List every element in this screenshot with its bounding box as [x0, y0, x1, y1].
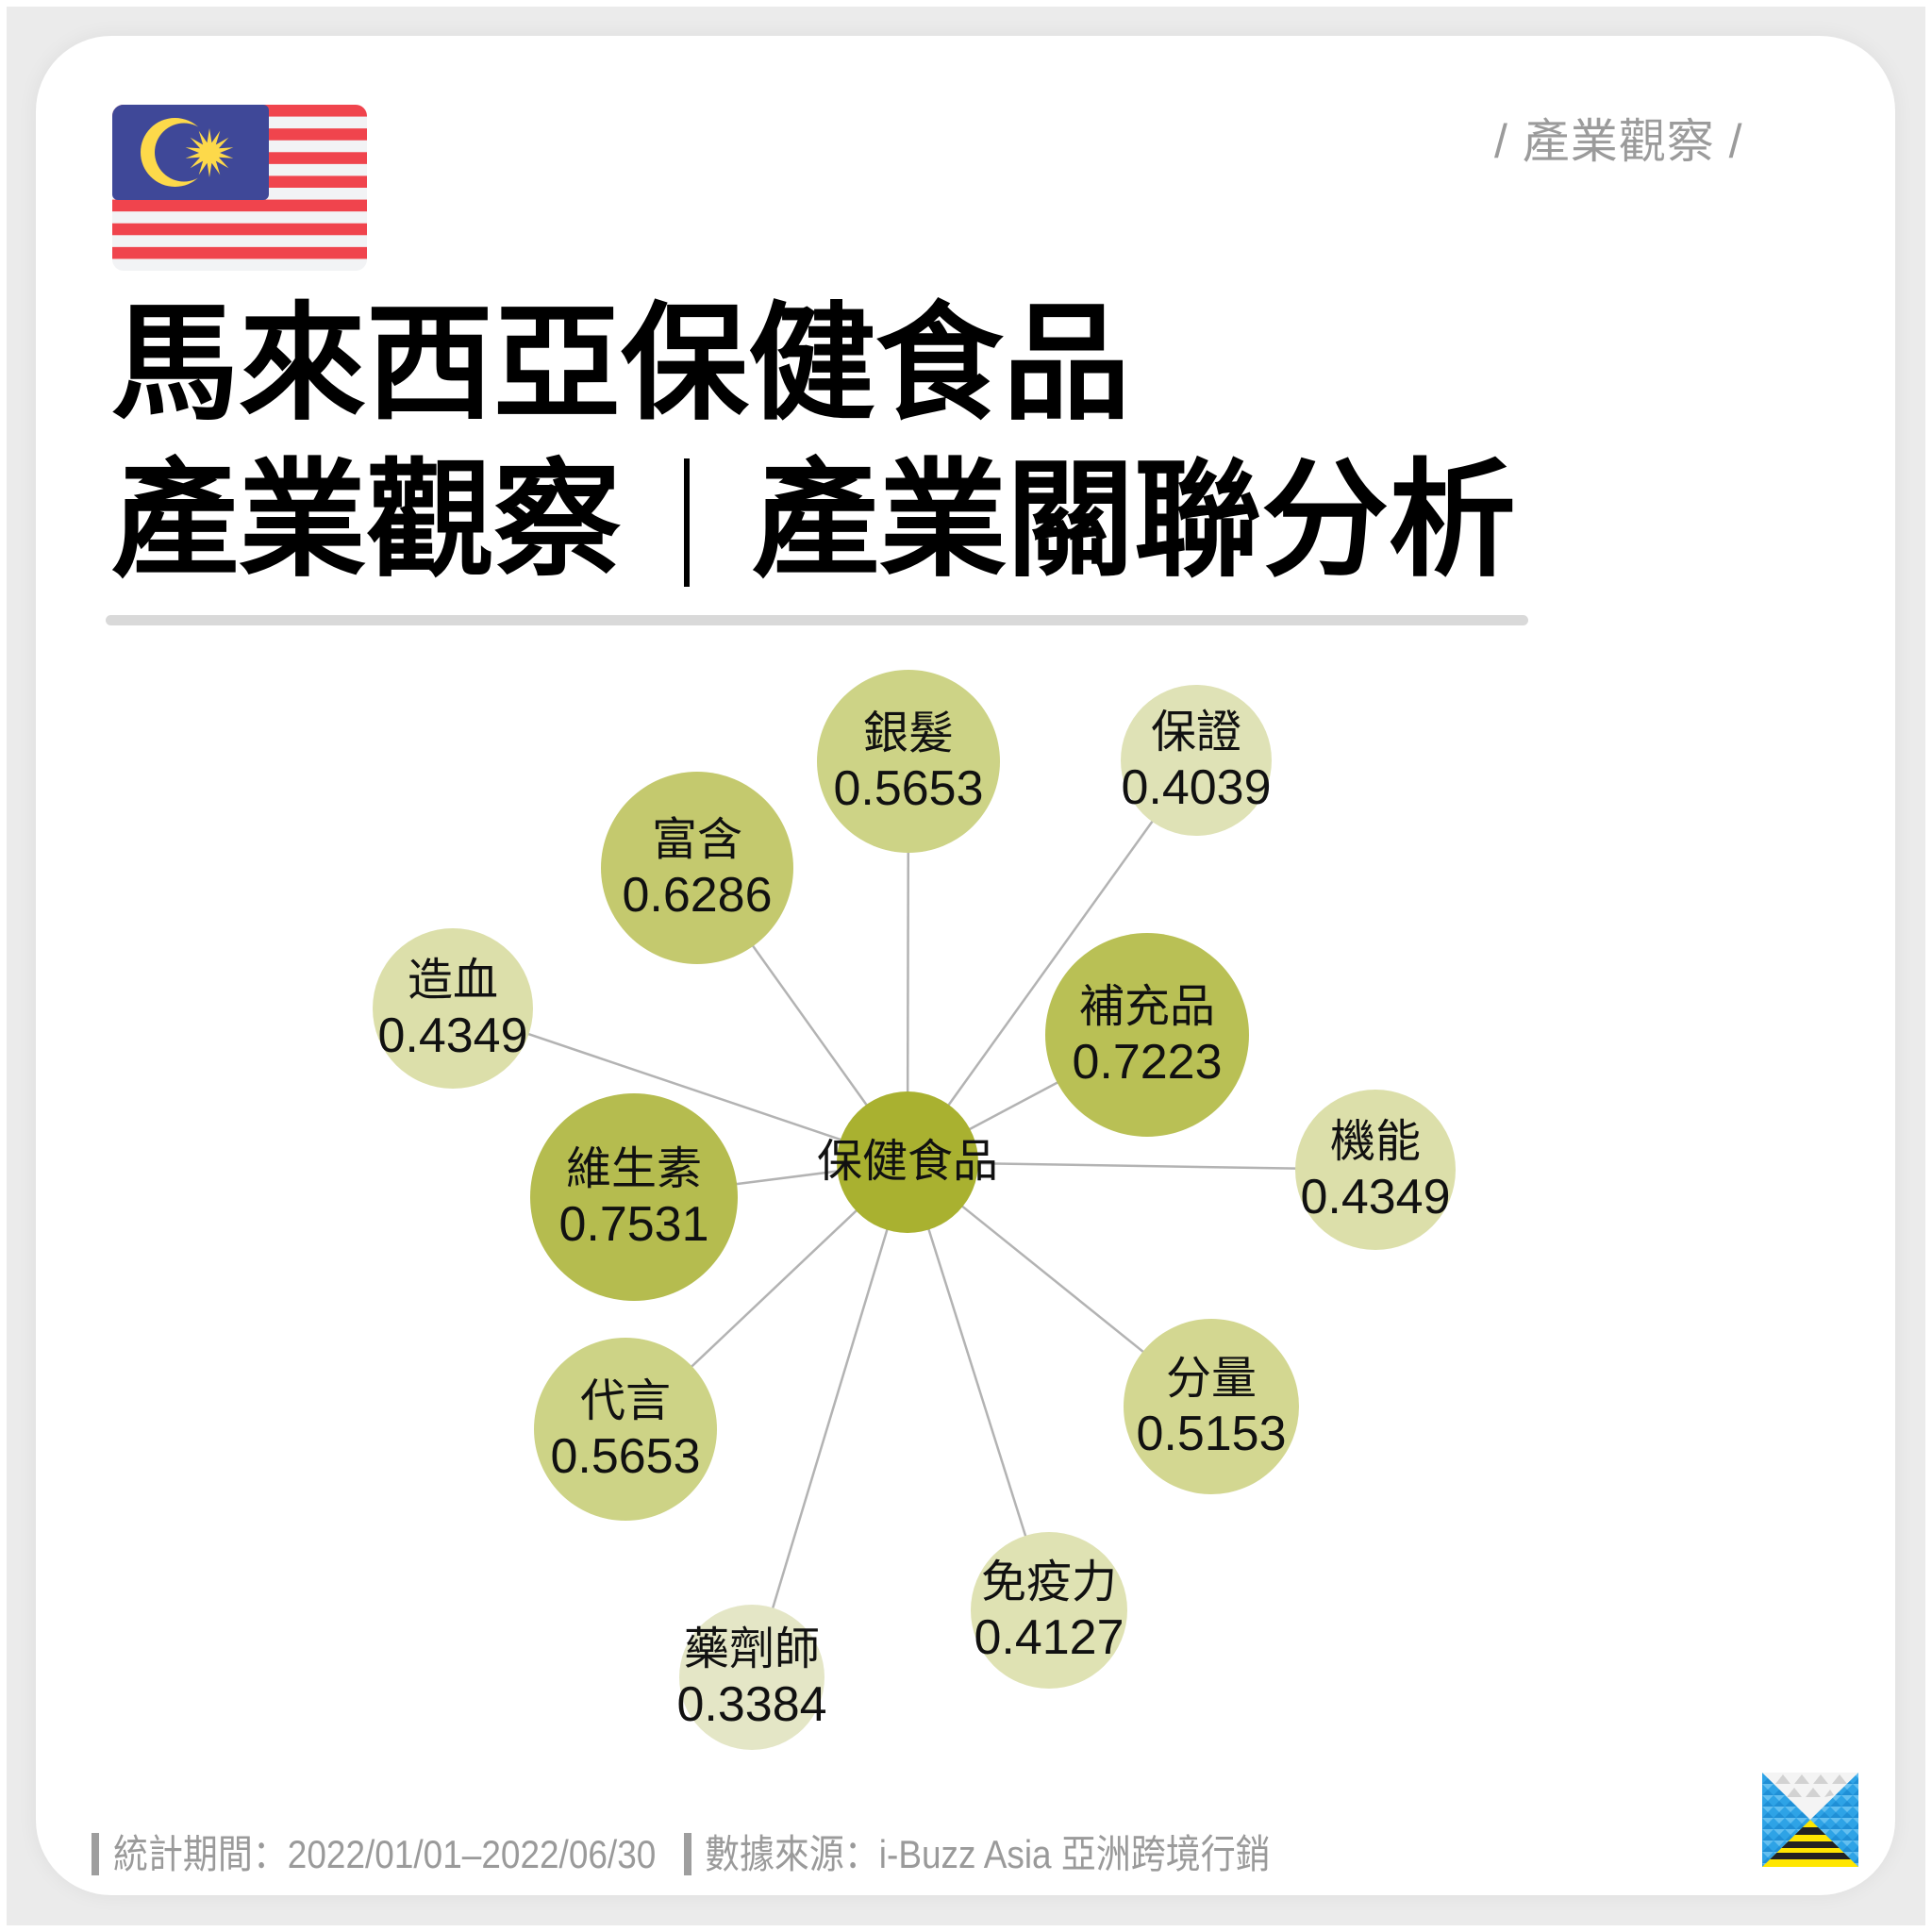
node-label: 分量 [1165, 1354, 1257, 1404]
node-label: 維生素 [565, 1144, 702, 1194]
category-tag: / 產業觀察 / [1494, 115, 1743, 168]
center-node-label: 保健食品 [817, 1137, 999, 1187]
node-value: 0.6286 [622, 868, 773, 923]
node-label: 富含 [651, 815, 742, 865]
node-value: 0.7223 [1072, 1035, 1223, 1090]
footer-bar-marker [684, 1833, 691, 1875]
data-source: 數據來源：i-Buzz Asia 亞洲跨境行銷 [705, 1832, 1271, 1876]
keyword-node: 銀髮 0.5653 [817, 670, 1000, 853]
node-value: 0.7531 [558, 1197, 709, 1252]
keyword-node: 藥劑師 0.3384 [676, 1605, 827, 1750]
node-value: 0.4349 [1300, 1170, 1451, 1224]
footer-bar-marker [92, 1833, 99, 1875]
node-label: 補充品 [1078, 982, 1215, 1032]
title-divider [106, 615, 1528, 625]
malaysia-flag-icon [112, 105, 367, 271]
keyword-node: 機能 0.4349 [1295, 1090, 1456, 1250]
statistics-period: 統計期間：2022/01/01–2022/06/30 [113, 1832, 657, 1876]
keyword-node: 造血 0.4349 [373, 928, 533, 1089]
title-separator [684, 458, 690, 587]
i-buzz-logo-icon [1762, 1773, 1858, 1867]
center-keyword-node: 保健食品 [817, 1091, 998, 1233]
keyword-node: 代言 0.5653 [534, 1338, 717, 1521]
node-label: 藥劑師 [683, 1624, 820, 1674]
keyword-node: 維生素 0.7531 [530, 1093, 738, 1301]
keyword-node: 補充品 0.7223 [1045, 933, 1249, 1137]
page-title-line1: 馬來西亞保健食品 [111, 292, 1130, 435]
node-label: 代言 [579, 1376, 671, 1426]
node-label: 造血 [407, 956, 498, 1006]
keyword-node: 富含 0.6286 [601, 772, 793, 964]
node-value: 0.5653 [833, 761, 984, 816]
edge-line [906, 759, 1198, 1163]
infographic-card [36, 36, 1895, 1895]
edge-line [750, 1161, 909, 1678]
keyword-node: 保證 0.4039 [1121, 685, 1272, 836]
keyword-node: 免疫力 0.4127 [971, 1532, 1127, 1689]
node-label: 保證 [1150, 708, 1241, 758]
page-title-line2-left: 產業觀察 [111, 449, 621, 591]
node-value: 0.4127 [974, 1610, 1124, 1665]
keyword-node: 分量 0.5153 [1124, 1319, 1299, 1494]
node-value: 0.5653 [550, 1429, 701, 1484]
node-label: 免疫力 [980, 1557, 1117, 1607]
node-value: 0.4349 [377, 1008, 528, 1063]
node-label: 銀髮 [862, 708, 954, 758]
node-value: 0.3384 [676, 1677, 827, 1732]
node-value: 0.5153 [1136, 1407, 1287, 1461]
node-value: 0.4039 [1121, 760, 1272, 815]
page-title-line2-right: 產業關聯分析 [752, 449, 1516, 591]
node-label: 機能 [1329, 1117, 1421, 1167]
